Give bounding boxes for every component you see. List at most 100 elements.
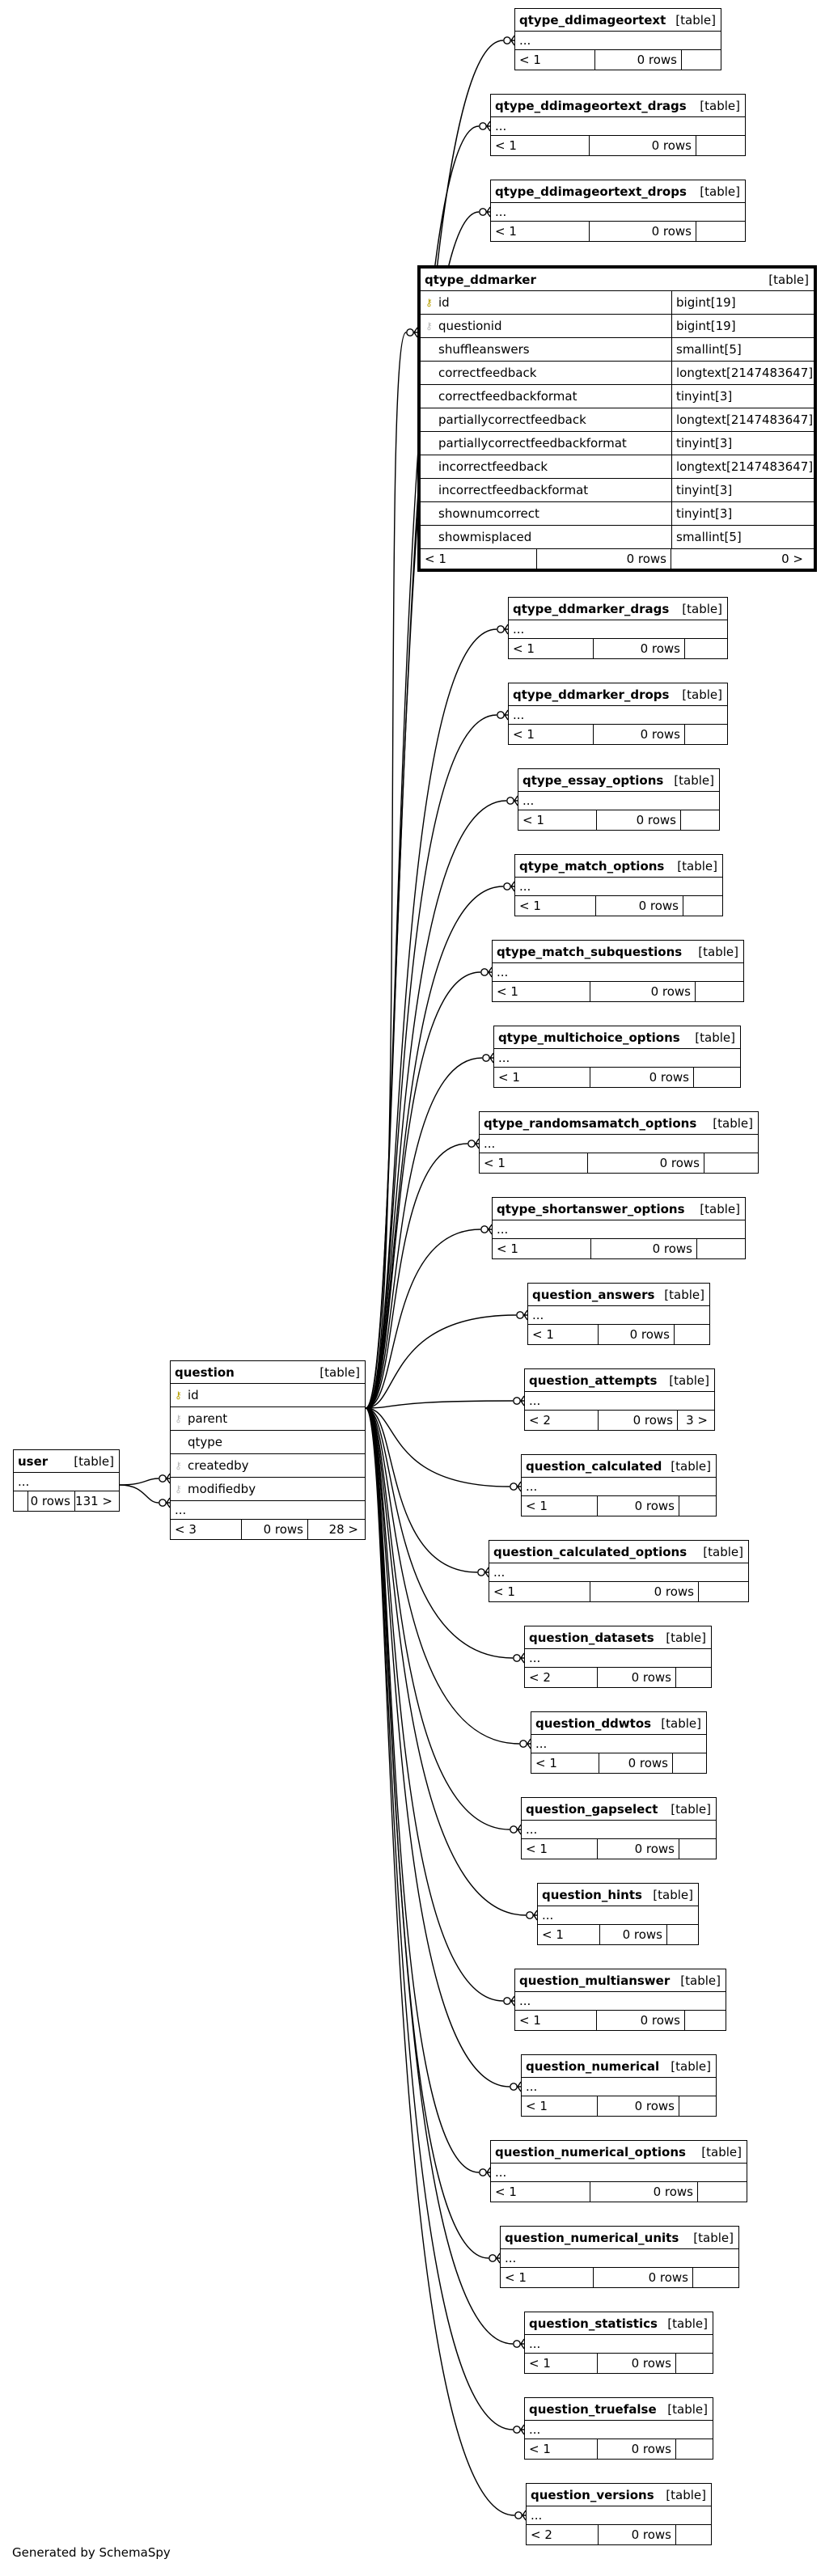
column-name-cell: partiallycorrectfeedbackformat (421, 432, 672, 455)
table-name[interactable]: question (175, 1364, 235, 1380)
table-name[interactable]: question_attempts (529, 1373, 658, 1388)
table-header: question_numerical_units [table] (501, 2227, 738, 2249)
relation-4-crowfoot (504, 709, 509, 721)
table-header: question_gapselect[table] (522, 1798, 716, 1821)
table-name[interactable]: question_answers (532, 1287, 655, 1302)
table-name[interactable]: qtype_ddimageortext (519, 12, 666, 27)
row-count: 0 rows (590, 136, 696, 155)
table-qtype-randomsamatch-options[interactable]: qtype_randomsamatch_options[table]...< 1… (479, 1111, 759, 1174)
row-count: 0 rows (597, 810, 681, 830)
table-name[interactable]: question_ddwtos (535, 1715, 652, 1731)
table-name[interactable]: question_calculated_options (493, 1544, 688, 1559)
table-name[interactable]: qtype_multichoice_options (498, 1030, 680, 1045)
table-name[interactable]: qtype_ddmarker (425, 272, 536, 287)
table-header: qtype_ddimageortext[table] (515, 9, 721, 32)
table-name[interactable]: qtype_ddmarker_drags (513, 601, 670, 616)
child-count (685, 2011, 723, 2030)
table-name[interactable]: question_datasets (529, 1630, 654, 1645)
relation-line-19 (365, 1407, 504, 2002)
column-parent[interactable]: ⚷parent (171, 1407, 365, 1431)
relation-20-crowfoot (517, 2081, 522, 2092)
table-name[interactable]: question_hints (542, 1887, 642, 1902)
table-name[interactable]: question_versions (531, 2487, 654, 2502)
table-name[interactable]: qtype_ddimageortext_drags (495, 98, 687, 113)
relation-2-crowfoot (486, 206, 491, 218)
relation-line-0 (365, 40, 504, 1409)
table-name[interactable]: question_gapselect (526, 1801, 658, 1817)
table-name[interactable]: qtype_match_options (519, 858, 665, 873)
column-id[interactable]: ⚷id (171, 1384, 365, 1407)
collapsed-columns: ... (515, 878, 722, 896)
child-count (697, 1239, 742, 1258)
table-name[interactable]: question_statistics (529, 2316, 658, 2331)
column-name: partiallycorrectfeedbackformat (438, 436, 627, 450)
column-createdby[interactable]: ⚷createdby (171, 1454, 365, 1478)
table-name[interactable]: qtype_shortanswer_options (497, 1201, 685, 1216)
column-modifiedby[interactable]: ⚷modifiedby (171, 1478, 365, 1501)
table-question-calculated-options[interactable]: question_calculated_options[table]...< 1… (489, 1540, 749, 1602)
table-name[interactable]: qtype_ddimageortext_drops (495, 184, 687, 199)
row-count: 0 rows (28, 1491, 75, 1511)
column-name-cell: partiallycorrectfeedback (421, 408, 672, 431)
relation-1-optional-marker (479, 122, 487, 130)
table-name[interactable]: question_truefalse (529, 2401, 657, 2417)
column-name-cell: showmisplaced (421, 526, 672, 548)
table-type-tag: [table] (693, 2230, 734, 2245)
table-name[interactable]: qtype_match_subquestions (497, 944, 683, 959)
table-name[interactable]: qtype_ddmarker_drops (513, 687, 670, 702)
table-name[interactable]: user (18, 1453, 49, 1469)
table-name[interactable]: qtype_essay_options (522, 772, 664, 788)
table-name[interactable]: question_numerical_units (505, 2230, 679, 2245)
relation-18-optional-marker (526, 1911, 534, 1919)
column-qtype[interactable]: qtype (171, 1431, 365, 1454)
collapsed-columns: ... (522, 1821, 716, 1839)
table-name[interactable]: question_numerical (526, 2058, 660, 2074)
table-name[interactable]: question_multianswer (519, 1973, 671, 1988)
table-name[interactable]: question_numerical_options (495, 2144, 686, 2159)
table-name[interactable]: question_calculated (526, 1458, 662, 1474)
table-type-tag: [table] (671, 1458, 711, 1474)
table-name[interactable]: qtype_randomsamatch_options (484, 1115, 697, 1131)
